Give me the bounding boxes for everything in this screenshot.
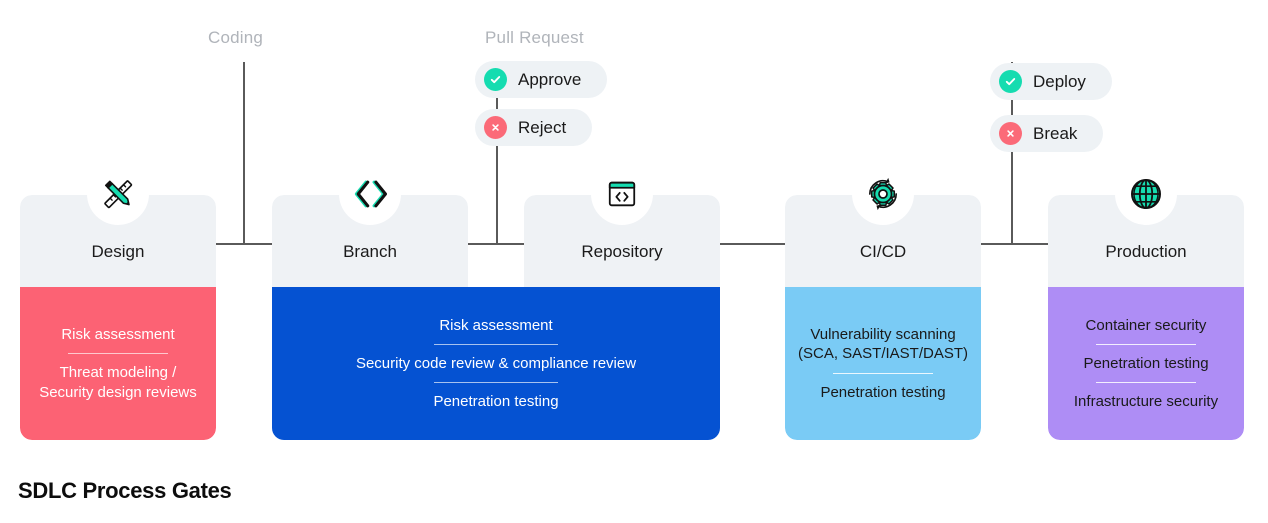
stage-item: Penetration testing (1083, 354, 1209, 372)
stage-title-design: Design (91, 242, 145, 261)
pill-approve[interactable]: Approve (475, 61, 608, 98)
stage-item: Penetration testing (820, 383, 946, 401)
icon-bubble-repository (591, 163, 653, 225)
globe-icon (1128, 176, 1164, 212)
connector-deploy-drop (1011, 62, 1013, 244)
stage-item: Infrastructure security (1073, 393, 1219, 411)
stage-card-branch[interactable]: Branch (272, 195, 468, 440)
icon-bubble-design (87, 163, 149, 225)
item-divider (833, 372, 933, 374)
item-divider (1096, 343, 1196, 345)
connector-pull-request-drop (496, 62, 498, 244)
stage-item: Risk assessment (61, 326, 175, 344)
shared-item: Penetration testing (433, 393, 559, 411)
stage-body-cicd: Vulnerability scanning (SCA, SAST/IAST/D… (785, 287, 981, 440)
stage-title-repository: Repository (581, 242, 663, 261)
page-title: SDLC Process Gates (18, 478, 232, 503)
icon-bubble-cicd (852, 163, 914, 225)
stage-body-design: Risk assessment Threat modeling / Securi… (20, 287, 216, 440)
pill-reject-label: Reject (518, 117, 567, 137)
icon-bubble-branch (339, 163, 401, 225)
x-circle-icon (999, 122, 1022, 145)
shared-item: Risk assessment (439, 316, 553, 334)
item-divider (68, 353, 168, 355)
ruler-pencil-icon (99, 175, 137, 213)
stage-title-production: Production (1105, 242, 1187, 261)
item-divider (1096, 382, 1196, 384)
stage-item: Vulnerability scanning (SCA, SAST/IAST/D… (797, 326, 969, 363)
connector-coding-drop (243, 62, 245, 244)
connector-design-branch (205, 243, 285, 245)
stage-item: Threat modeling / Security design review… (39, 364, 197, 401)
connector-repository-cicd (708, 243, 798, 245)
x-circle-icon (484, 116, 507, 139)
check-circle-icon (484, 68, 507, 91)
stage-card-design[interactable]: Design Risk assessment Threat modeling /… (20, 195, 216, 440)
item-divider (433, 343, 559, 345)
pill-deploy-label: Deploy (1033, 71, 1086, 91)
pill-deploy[interactable]: Deploy (990, 63, 1112, 100)
shared-item: Security code review & compliance review (355, 354, 637, 372)
stage-title-cicd: CI/CD (859, 242, 907, 261)
stage-title-branch: Branch (343, 242, 397, 261)
pill-approve-label: Approve (518, 69, 582, 89)
phase-label-coding: Coding (208, 28, 264, 47)
item-divider (433, 382, 559, 384)
stage-card-cicd[interactable]: CI/CD Vulnerability scanning (SCA, SAST/… (785, 195, 981, 440)
stage-body-production: Container security Penetration testing I… (1048, 287, 1244, 440)
connector-cicd-production (970, 243, 1060, 245)
check-circle-icon (999, 70, 1022, 93)
pill-break-label: Break (1033, 123, 1078, 143)
branch-repository-shared-panel: Risk assessment Security code review & c… (272, 287, 720, 440)
code-chevrons-icon (350, 177, 390, 211)
code-window-icon (606, 178, 638, 210)
icon-bubble-production (1115, 163, 1177, 225)
phase-label-pull-request: Pull Request (485, 28, 584, 47)
pill-reject[interactable]: Reject (475, 109, 593, 146)
pill-break[interactable]: Break (990, 115, 1104, 152)
stage-card-production[interactable]: Production Container security Penetratio… (1048, 195, 1244, 440)
gear-cycle-icon (863, 174, 903, 214)
stage-item: Container security (1085, 316, 1207, 334)
